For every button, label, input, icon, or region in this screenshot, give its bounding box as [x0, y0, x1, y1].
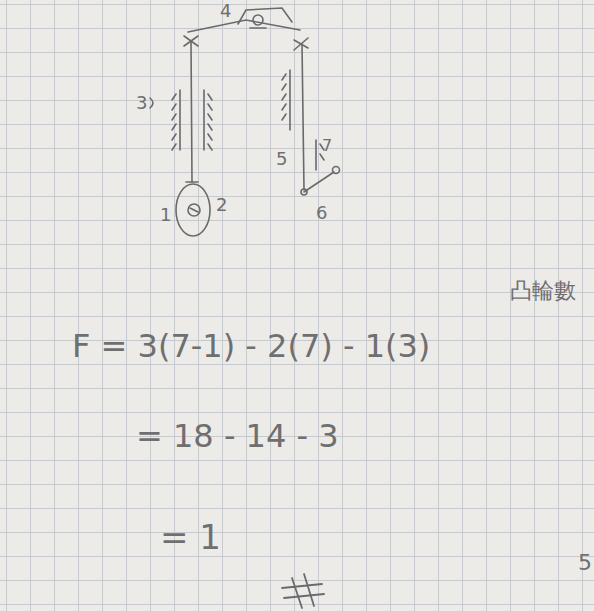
- cam-shaft-hatch: [190, 208, 198, 212]
- guide-hatch: [282, 74, 286, 120]
- joint-mark: [294, 38, 308, 50]
- ground-pivot: [238, 8, 292, 24]
- equation-line: = 1: [160, 520, 221, 554]
- guide-hatch: [172, 94, 176, 150]
- ground-hatch: [250, 27, 266, 29]
- equation-line: = 18 - 14 - 3: [136, 420, 339, 452]
- callout-number: 6: [316, 204, 327, 222]
- joint: [301, 189, 307, 195]
- note-text: 凸輪數: [510, 280, 576, 302]
- equation-line: F = 3(7-1) - 2(7) - 1(3): [72, 330, 430, 362]
- slider-rod: [302, 44, 304, 190]
- result-mark: [282, 574, 324, 608]
- note-text: 5: [578, 552, 592, 574]
- link-4: [188, 20, 300, 32]
- callout-mark: [150, 98, 153, 108]
- follower-tip: [186, 181, 198, 183]
- cam-shaft: [188, 204, 200, 216]
- joint: [333, 167, 340, 174]
- callout-number: 3: [136, 94, 147, 112]
- guide: [290, 70, 316, 170]
- callout-number: 5: [276, 150, 287, 168]
- guide-hatch: [208, 94, 212, 150]
- pivot-joint: [253, 15, 263, 25]
- callout-number: 4: [220, 2, 231, 20]
- cam-outline: [176, 184, 210, 236]
- callout-number: 7: [322, 138, 332, 154]
- guide: [180, 90, 204, 150]
- follower-rod: [191, 42, 192, 182]
- link-6: [304, 172, 334, 192]
- callout-number: 1: [160, 206, 171, 224]
- callout-number: 2: [216, 196, 227, 214]
